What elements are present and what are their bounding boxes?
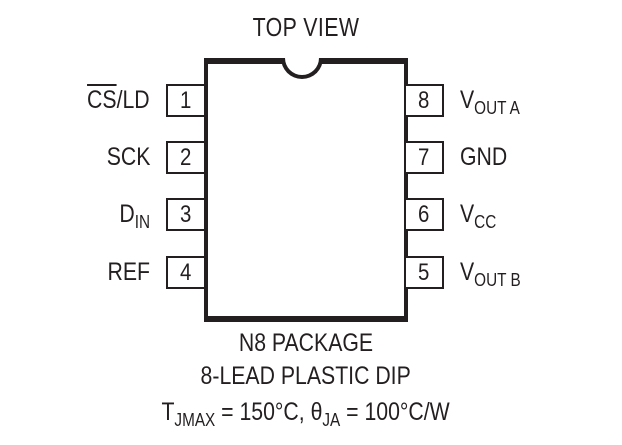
pin-1-label: CS/LD bbox=[87, 86, 150, 114]
pin-7: 7 bbox=[406, 141, 444, 174]
pin-3-label: DIN bbox=[119, 200, 150, 232]
pin-2: 2 bbox=[166, 141, 204, 174]
diagram-title: TOP VIEW bbox=[252, 12, 360, 42]
pin-4-label: REF bbox=[107, 258, 151, 286]
package-description: 8-LEAD PLASTIC DIP bbox=[200, 362, 412, 390]
pin-5-label: VOUT B bbox=[460, 258, 521, 290]
package-name: N8 PACKAGE bbox=[238, 329, 374, 357]
pin-8: 8 bbox=[406, 84, 444, 117]
pin-3: 3 bbox=[166, 198, 204, 231]
pin-6: 6 bbox=[406, 198, 444, 231]
thermal-specs: TJMAX = 150°C, θJA = 100°C/W bbox=[161, 398, 451, 430]
pin-4: 4 bbox=[166, 256, 204, 289]
pin-1: 1 bbox=[166, 84, 204, 117]
pin-5: 5 bbox=[406, 256, 444, 289]
pin-8-label: VOUT A bbox=[460, 86, 520, 118]
pin-6-label: VCC bbox=[460, 200, 497, 232]
pin-7-label: GND bbox=[460, 143, 508, 171]
pin-2-label: SCK bbox=[106, 143, 150, 171]
package-body bbox=[204, 58, 408, 322]
